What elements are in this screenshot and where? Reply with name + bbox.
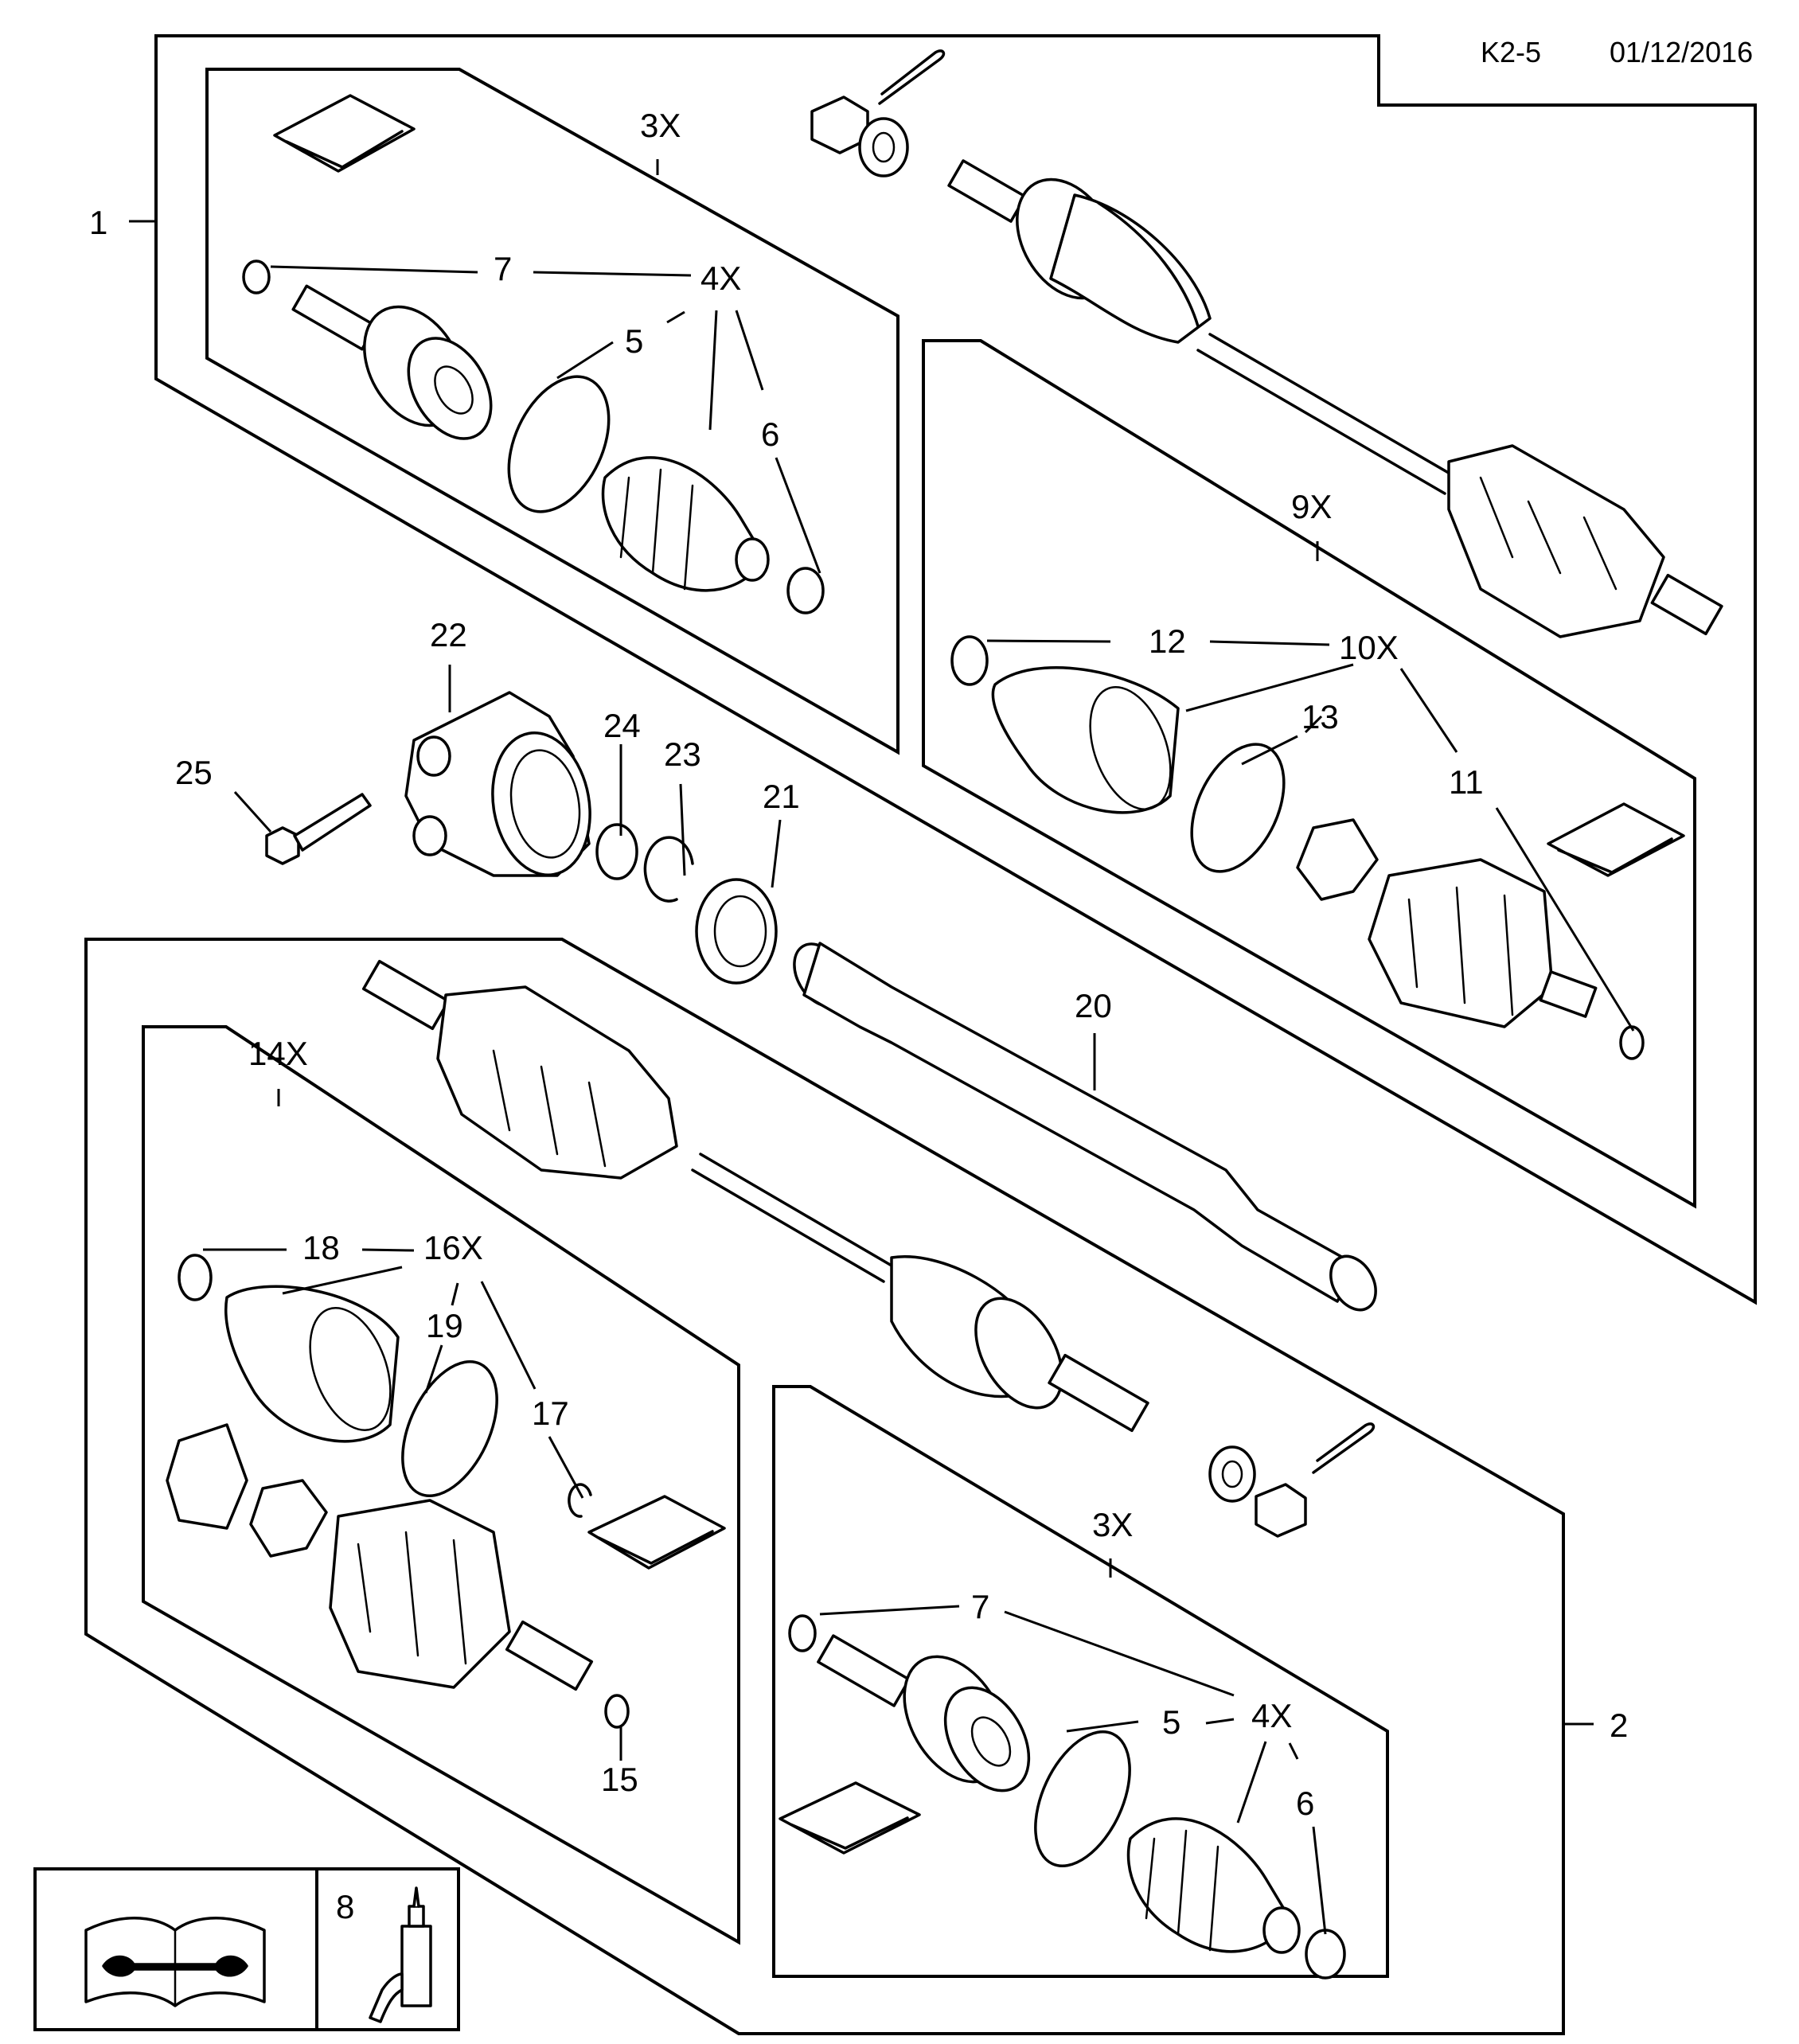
kit-14x-panel xyxy=(142,1025,740,1945)
callout-20: 20 xyxy=(1075,987,1112,1024)
callout-22: 22 xyxy=(430,616,467,653)
callout-4x-top: 4X xyxy=(700,259,741,297)
callout-1: 1 xyxy=(89,204,107,241)
kit-14x-parts xyxy=(166,1254,726,1729)
grease-sachet-icon xyxy=(779,1781,921,1855)
grease-sachet-icon xyxy=(587,1495,726,1570)
assembly-1-frame xyxy=(154,34,1757,1305)
callout-21: 21 xyxy=(763,778,800,815)
leader-lines xyxy=(203,159,1635,1935)
kit-3x-top-parts xyxy=(242,94,825,614)
assembly-2-frame xyxy=(84,938,1565,2035)
nut-washer-pin-lower xyxy=(1208,1422,1376,1538)
callout-2: 2 xyxy=(1610,1707,1628,1744)
intermediate-shaft xyxy=(793,942,1377,1312)
callout-3x-top: 3X xyxy=(640,107,681,144)
callout-4x-bottom: 4X xyxy=(1251,1697,1292,1734)
callout-24: 24 xyxy=(603,707,641,744)
kit-3x-bottom-parts xyxy=(779,1614,1346,1980)
callout-19: 19 xyxy=(426,1307,463,1344)
lubricant-bottle-icon xyxy=(369,1886,432,2023)
callout-16x: 16X xyxy=(423,1229,483,1266)
kit-3x-bottom-panel xyxy=(772,1385,1389,1978)
kit-9x-panel xyxy=(922,339,1696,1209)
callout-8: 8 xyxy=(336,1888,354,1925)
callout-11: 11 xyxy=(1449,763,1484,801)
kit-3x-top-panel xyxy=(205,68,900,755)
nut-washer-pin-upper xyxy=(810,49,946,177)
drive-shaft-assembly-upper xyxy=(947,159,1723,638)
callout-17: 17 xyxy=(532,1395,569,1432)
grease-sachet-icon xyxy=(1547,802,1685,877)
callout-10x: 10X xyxy=(1339,629,1399,666)
bearing-housing-parts xyxy=(265,691,778,985)
drive-shaft-assembly-lower xyxy=(361,959,1149,1433)
grease-sachet-icon xyxy=(273,94,416,173)
callout-5-top: 5 xyxy=(625,322,643,360)
callout-13: 13 xyxy=(1301,698,1339,735)
callout-labels: 1 2 3X 7 4X 5 6 9X 12 10X 13 11 22 24 23… xyxy=(89,107,1628,1822)
kit-9x-parts xyxy=(950,635,1685,1060)
diagram-code: K2-5 xyxy=(1481,36,1541,68)
callout-6-top: 6 xyxy=(761,415,779,453)
diagram-date: 01/12/2016 xyxy=(1610,36,1753,68)
callout-15: 15 xyxy=(601,1761,638,1798)
repair-manual-icon xyxy=(84,1917,266,2007)
callout-6-bottom: 6 xyxy=(1296,1785,1314,1822)
callout-23: 23 xyxy=(664,735,701,773)
callout-12: 12 xyxy=(1149,622,1186,660)
callout-7-top: 7 xyxy=(494,250,512,287)
callout-9x: 9X xyxy=(1291,488,1332,525)
callout-3x-bottom: 3X xyxy=(1092,1506,1133,1543)
legend-box: 8 xyxy=(33,1867,460,2031)
callout-7-bottom: 7 xyxy=(971,1588,989,1625)
callout-18: 18 xyxy=(302,1229,340,1266)
callout-14x: 14X xyxy=(248,1035,308,1072)
callout-25: 25 xyxy=(175,754,213,791)
callout-5-bottom: 5 xyxy=(1162,1703,1180,1741)
